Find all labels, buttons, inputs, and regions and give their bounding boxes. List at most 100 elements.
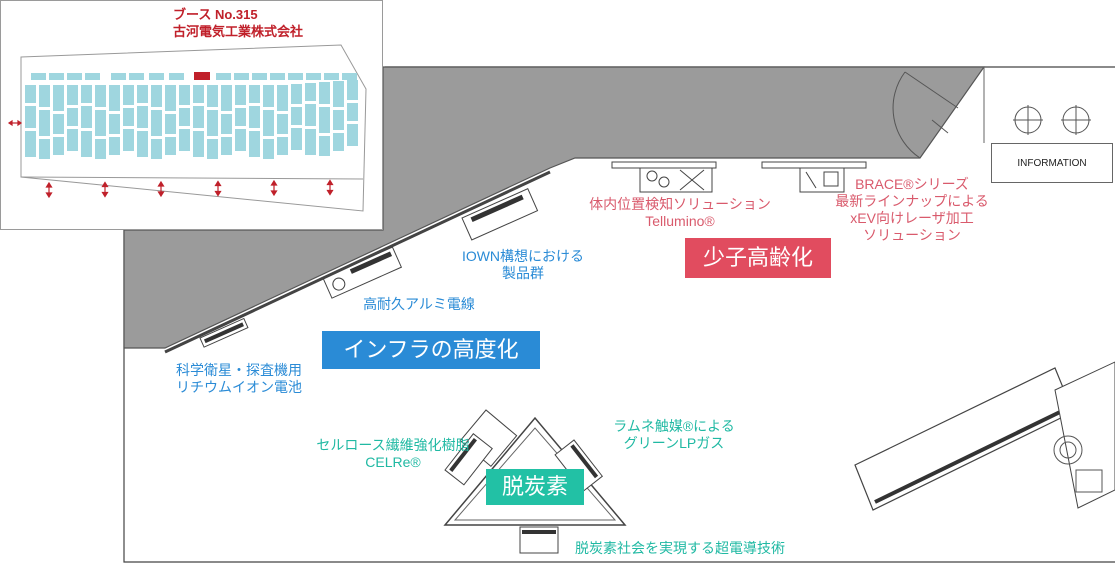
- booth-cell: [319, 82, 330, 104]
- arrow-head: [45, 181, 53, 188]
- booth-cell: [235, 85, 246, 105]
- booth-cell: [333, 81, 344, 107]
- booth-cell: [291, 107, 302, 125]
- theme-banner-aging: 少子高齢化: [685, 238, 831, 278]
- booth-cell: [151, 85, 162, 107]
- crosshair-icon: [1013, 105, 1043, 135]
- booth-cell: [235, 108, 246, 126]
- booth-cell: [67, 108, 78, 126]
- booth-cell: [49, 73, 64, 80]
- arrow-head: [270, 179, 278, 186]
- booth-cell: [109, 85, 120, 111]
- booth-cell: [39, 139, 50, 159]
- booth-cell: [165, 114, 176, 134]
- booth-cell: [193, 106, 204, 128]
- exhibit-label-ramune: ラムネ触媒®による グリーンLPガス: [613, 418, 735, 451]
- arrow-head: [45, 192, 53, 199]
- booth-cell: [25, 85, 36, 103]
- arrow-head: [157, 191, 165, 198]
- booth-cell: [263, 85, 274, 107]
- booth-cell: [333, 133, 344, 151]
- arrow-head: [326, 189, 334, 196]
- booth-cell: [137, 106, 148, 128]
- booth-cell: [67, 73, 82, 80]
- booth-cell: [151, 139, 162, 159]
- exhibit-label-satellite-battery: 科学衛星・探査機用 リチウムイオン電池: [176, 362, 302, 395]
- company-booth-marker: [194, 72, 210, 80]
- display-case: [199, 317, 249, 348]
- exhibit-label-superconducting: 脱炭素社会を実現する超電導技術: [575, 540, 785, 556]
- display-case: [611, 161, 717, 193]
- booth-cell: [137, 85, 148, 103]
- booth-cell: [291, 128, 302, 150]
- booth-cell: [123, 108, 134, 126]
- hall-map: [7, 44, 367, 212]
- corner-booth: [854, 361, 1115, 511]
- booth-cell: [333, 110, 344, 130]
- door-leaf: [904, 71, 959, 109]
- arrow-head: [101, 181, 109, 188]
- booth-cell: [95, 110, 106, 136]
- display-case: [461, 188, 539, 241]
- booth-cell: [81, 85, 92, 103]
- booth-cell: [95, 139, 106, 159]
- exhibit-label-tellumino: 体内位置検知ソリューション Tellumino®: [589, 196, 771, 229]
- booth-cell: [305, 129, 316, 155]
- exit-arrows: [45, 179, 334, 199]
- booth-cell: [263, 139, 274, 159]
- arrow-head: [326, 179, 334, 186]
- booth-cell: [291, 84, 302, 104]
- gray-wall: [123, 66, 986, 349]
- booth-cell: [39, 85, 50, 107]
- booth-info: ブース No.315 古河電気工業株式会社: [173, 7, 304, 39]
- exhibit-label-iown: IOWN構想における 製品群: [461, 248, 585, 281]
- booth-cell: [165, 85, 176, 111]
- booth-cell: [288, 73, 303, 80]
- booth-cell: [277, 137, 288, 155]
- booth-cell: [319, 107, 330, 133]
- booth-cell: [109, 114, 120, 134]
- booth-cell: [25, 106, 36, 128]
- booth-cell: [235, 129, 246, 151]
- exhibit-label-brace: BRACE®シリーズ 最新ラインナップによる xEV向けレーザ加工 ソリューショ…: [835, 176, 989, 243]
- booth-cell: [306, 73, 321, 80]
- booth-cell: [193, 131, 204, 157]
- booth-cell: [179, 129, 190, 151]
- theme-banner-infrastructure: インフラの高度化: [322, 331, 540, 369]
- booth-cell: [39, 110, 50, 136]
- crosshair-icon: [1061, 105, 1091, 135]
- booth-cell: [319, 136, 330, 156]
- display-case: [761, 161, 867, 193]
- booth-cell: [81, 106, 92, 128]
- booth-cell: [347, 124, 358, 146]
- booth-cell: [207, 139, 218, 159]
- booth-cell: [249, 85, 260, 103]
- booth-cell: [252, 73, 267, 80]
- booth-cell: [31, 73, 46, 80]
- booth-cell: [67, 129, 78, 151]
- booth-cell: [277, 114, 288, 134]
- exhibit-label-celre: セルロース繊維強化樹脂 CELRe®: [316, 437, 470, 470]
- booth-cell: [179, 85, 190, 105]
- wall-shelf: [164, 170, 551, 354]
- entrance-arrow-icon: [7, 119, 23, 127]
- hall-front-line: [20, 176, 364, 180]
- booth-cell: [81, 131, 92, 157]
- booth-cell: [216, 73, 231, 80]
- booth-cell: [234, 73, 249, 80]
- booth-grid: [25, 73, 358, 159]
- booth-cell: [123, 85, 134, 105]
- booth-cell: [111, 73, 126, 80]
- booth-cell: [53, 137, 64, 155]
- booth-cell: [67, 85, 78, 105]
- booth-cell: [193, 85, 204, 103]
- booth-cell: [277, 85, 288, 111]
- booth-cell: [207, 85, 218, 107]
- booth-cell: [95, 85, 106, 107]
- arrow-head: [214, 180, 222, 187]
- booth-cell: [249, 131, 260, 157]
- hall-location-inset: ブース No.315 古河電気工業株式会社: [0, 0, 383, 230]
- booth-cell: [179, 108, 190, 126]
- booth-cell: [305, 104, 316, 126]
